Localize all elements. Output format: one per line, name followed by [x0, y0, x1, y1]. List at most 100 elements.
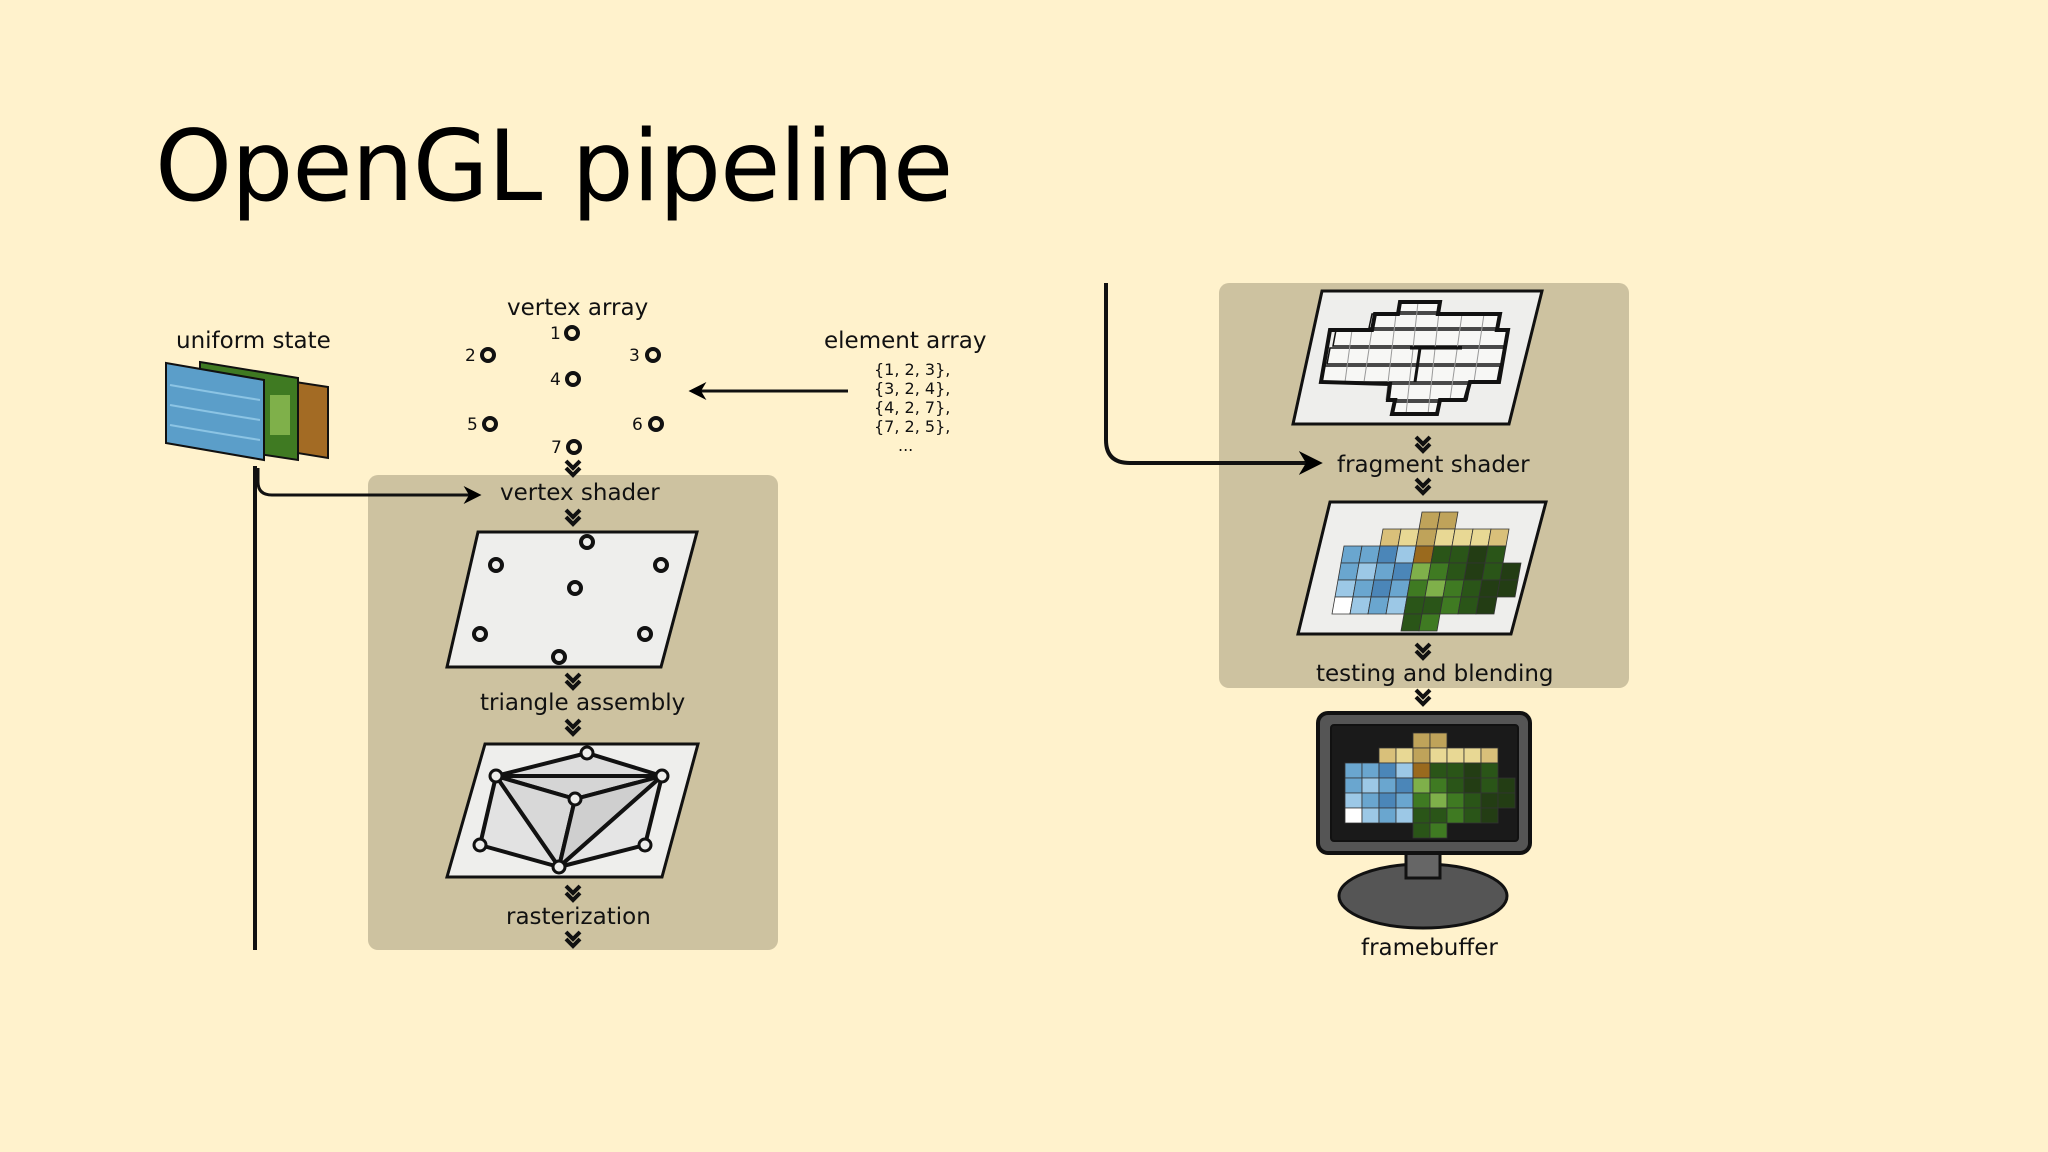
fragment-cell — [1463, 762, 1482, 779]
fragment-cell — [1391, 562, 1414, 581]
vertex-shader-plane — [445, 530, 699, 669]
fragment-cell — [1412, 822, 1431, 839]
fragment-cell — [1439, 596, 1462, 615]
fragment-cell — [1361, 762, 1380, 779]
transformed-vertices — [472, 534, 669, 665]
fragment-cell — [1429, 792, 1448, 809]
fragment-cell — [1378, 807, 1397, 824]
fragment-cell — [1436, 511, 1459, 530]
assembled-vertices — [472, 745, 670, 875]
fragment-cell — [1397, 528, 1420, 547]
vertex-number-4: 4 — [550, 370, 561, 390]
element-array-label: element array — [824, 328, 986, 354]
fragment-cell — [1480, 792, 1499, 809]
fragment-cell — [1378, 762, 1397, 779]
fragment-shader-label: fragment shader — [1337, 452, 1530, 478]
fragment-cell — [1433, 528, 1456, 547]
fragment-cell — [1361, 792, 1380, 809]
fragment-cell — [1448, 545, 1471, 564]
fragment-cell — [1429, 777, 1448, 794]
fragment-cell — [1446, 792, 1465, 809]
fragment-cell — [1352, 579, 1375, 598]
fragment-cell — [1361, 777, 1380, 794]
shaded-fragments — [1331, 511, 1522, 632]
fragment-cell — [1379, 528, 1402, 547]
fragment-cell — [1395, 762, 1414, 779]
fragment-cell — [1429, 822, 1448, 839]
fragment-cell — [1358, 545, 1381, 564]
slide-title: OpenGL pipeline — [155, 110, 953, 224]
fragment-cell — [1480, 747, 1499, 764]
fragment-cell — [1451, 528, 1474, 547]
element-array-line: {7, 2, 5}, — [874, 417, 950, 436]
fragment-cell — [1395, 807, 1414, 824]
fragment-cell — [1496, 579, 1519, 598]
fragment-cell — [1344, 807, 1363, 824]
fragment-cell — [1487, 528, 1510, 547]
framebuffer-label: framebuffer — [1361, 935, 1498, 961]
flow-chevrons-right — [1414, 435, 1432, 707]
vertex-number-2: 2 — [465, 346, 476, 366]
framebuffer-pixels — [1344, 732, 1516, 839]
fragment-cell — [1378, 777, 1397, 794]
fragment-cell — [1355, 562, 1378, 581]
fragment-cell — [1446, 807, 1465, 824]
fragment-cell — [1406, 579, 1429, 598]
fragment-cell — [1442, 579, 1465, 598]
fragment-cell — [1388, 579, 1411, 598]
fragment-cell — [1412, 747, 1431, 764]
fragment-inner-outline — [1410, 346, 1462, 383]
fragment-cell — [1421, 596, 1444, 615]
fragment-cell — [1370, 579, 1393, 598]
fragment-cell — [1429, 747, 1448, 764]
fragment-cell — [1415, 528, 1438, 547]
fragment-cell — [1475, 596, 1498, 615]
fragment-cell — [1446, 747, 1465, 764]
fragment-cell — [1344, 762, 1363, 779]
fragment-cell — [1497, 777, 1516, 794]
fragment-cell — [1344, 777, 1363, 794]
fragment-cell — [1344, 792, 1363, 809]
fragment-cell — [1469, 528, 1492, 547]
fragment-cell — [1418, 511, 1441, 530]
fragment-cell — [1463, 777, 1482, 794]
vertex-number-3: 3 — [629, 346, 640, 366]
fragment-cell — [1429, 762, 1448, 779]
fragment-cell — [1400, 613, 1423, 632]
fragment-cell — [1412, 777, 1431, 794]
fragment-cell — [1484, 545, 1507, 564]
fragment-cell — [1334, 579, 1357, 598]
fragment-cell — [1395, 777, 1414, 794]
vertex-shader-label: vertex shader — [500, 480, 660, 506]
fragment-cell — [1412, 807, 1431, 824]
fragment-cell — [1373, 562, 1396, 581]
fragment-cell — [1378, 747, 1397, 764]
fragment-cell — [1446, 777, 1465, 794]
fragment-cell — [1395, 792, 1414, 809]
fragment-cell — [1460, 579, 1483, 598]
fragment-cell — [1409, 562, 1432, 581]
fragment-cell — [1499, 562, 1522, 581]
fragment-cell — [1412, 792, 1431, 809]
vertex-number-6: 6 — [632, 415, 643, 435]
vertex-number-1: 1 — [550, 324, 561, 344]
fragment-cell — [1412, 762, 1431, 779]
fragment-cell — [1463, 747, 1482, 764]
fragment-cell — [1337, 562, 1360, 581]
fragment-cell — [1480, 807, 1499, 824]
fragment-cell — [1376, 545, 1399, 564]
fragment-cell — [1385, 596, 1408, 615]
vertex-number-5: 5 — [467, 415, 478, 435]
fragment-cell — [1361, 807, 1380, 824]
fragment-cell — [1427, 562, 1450, 581]
fragment-cell — [1463, 792, 1482, 809]
fragment-cell — [1445, 562, 1468, 581]
vertex-array-points — [480, 325, 664, 455]
fragment-cell — [1424, 579, 1447, 598]
triangle-assembly-label: triangle assembly — [480, 690, 685, 716]
vertex-array-label: vertex array — [507, 295, 648, 321]
fragment-outline — [1318, 300, 1511, 416]
element-array-line: {4, 2, 7}, — [874, 398, 950, 417]
rasterization-to-fragment-arrow — [1104, 283, 1323, 475]
